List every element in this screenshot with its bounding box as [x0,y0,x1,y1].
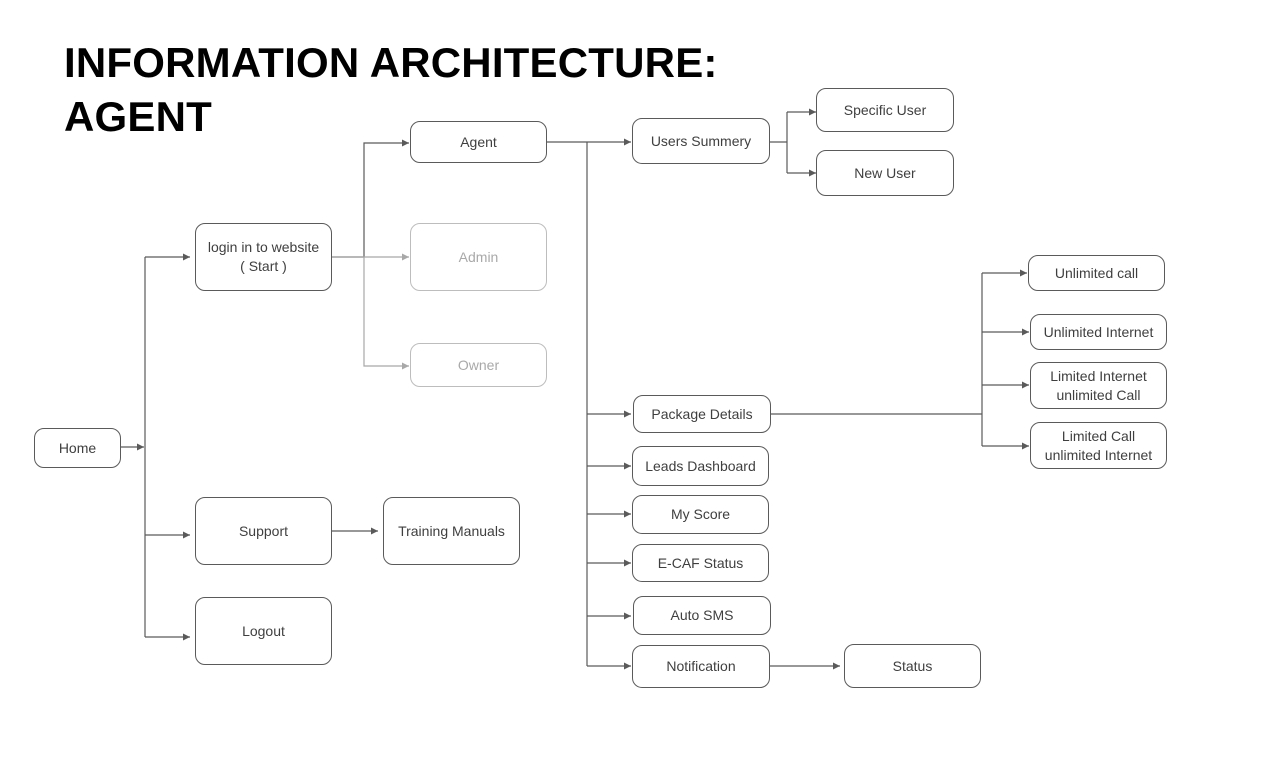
node-agent-label: Agent [460,133,497,150]
node-training-manuals[interactable]: Training Manuals [383,497,520,565]
node-limited-internet[interactable]: Limited Internet unlimited Call [1030,362,1167,409]
node-status[interactable]: Status [844,644,981,688]
node-owner[interactable]: Owner [410,343,547,387]
node-admin[interactable]: Admin [410,223,547,291]
node-ecaf-status[interactable]: E-CAF Status [632,544,769,582]
title-line-2: AGENT [64,93,212,140]
node-owner-label: Owner [457,356,500,373]
node-logout-label: Logout [242,622,285,639]
node-new-user-label: New User [854,164,916,181]
node-support-label: Support [238,522,289,539]
node-limited-internet-label-line-1: Limited Internet [1050,367,1147,384]
node-specific-user[interactable]: Specific User [816,88,954,132]
node-login-label-line-2: ( Start ) [240,258,287,274]
node-unlimited-internet[interactable]: Unlimited Internet [1030,314,1167,350]
node-limited-call-label-line-1: Limited Call [1061,427,1136,444]
node-admin-label: Admin [458,248,499,265]
node-ecaf-status-label: E-CAF Status [657,554,744,571]
node-home[interactable]: Home [34,428,121,468]
node-new-user[interactable]: New User [816,150,954,196]
node-leads-dashboard-label: Leads Dashboard [645,457,756,474]
node-package-details-label: Package Details [651,405,753,422]
node-unlimited-internet-label: Unlimited Internet [1043,323,1154,340]
node-users-summery[interactable]: Users Summery [632,118,770,164]
node-package-details[interactable]: Package Details [633,395,771,433]
node-home-label: Home [58,439,97,456]
node-auto-sms-label: Auto SMS [670,607,734,623]
node-limited-call-label-line-2: unlimited Internet [1044,446,1153,463]
node-notification-label: Notification [666,658,736,674]
node-auto-sms[interactable]: Auto SMS [633,596,771,635]
connector-login-to-owner [363,257,409,370]
node-my-score[interactable]: My Score [632,495,769,534]
node-users-summery-label: Users Summery [650,132,752,149]
node-unlimited-call-label: Unlimited call [1054,264,1139,281]
node-notification[interactable]: Notification [632,645,770,688]
node-my-score-label: My Score [670,506,731,522]
node-login-label-line-1: login in to website [207,239,320,255]
title-line-1: INFORMATION ARCHITECTURE: [64,39,718,86]
connector-login-to-agent [332,139,409,258]
node-limited-internet-label-line-2: unlimited Call [1056,386,1141,403]
node-login[interactable]: login in to website ( Start ) [195,223,332,291]
node-status-label: Status [892,657,933,674]
page-title: INFORMATION ARCHITECTURE: AGENT [64,36,718,144]
node-leads-dashboard[interactable]: Leads Dashboard [632,446,769,486]
node-training-manuals-label: Training Manuals [398,522,505,539]
node-logout[interactable]: Logout [195,597,332,665]
node-limited-call[interactable]: Limited Call unlimited Internet [1030,422,1167,469]
node-specific-user-label: Specific User [843,101,927,118]
node-support[interactable]: Support [195,497,332,565]
node-unlimited-call[interactable]: Unlimited call [1028,255,1165,291]
node-agent[interactable]: Agent [410,121,547,163]
